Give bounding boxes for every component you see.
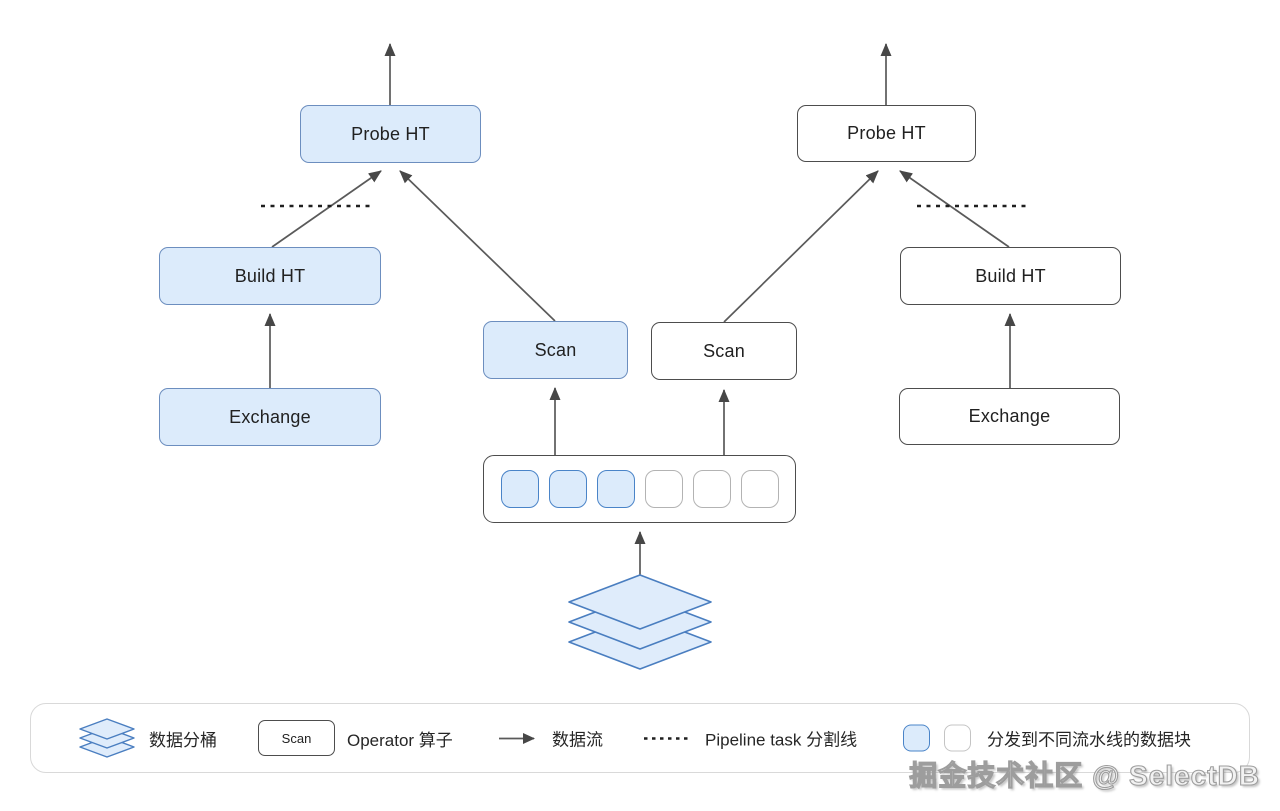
chunk-container	[483, 455, 796, 523]
chunk-empty	[644, 470, 683, 508]
legend-label-chunk-colors: 分发到不同流水线的数据块	[987, 730, 1191, 750]
pipeline-dashed-line-icon	[644, 736, 692, 740]
legend-item-chunk-colors: 分发到不同流水线的数据块	[903, 724, 1191, 752]
legend-item-data-flow: 数据流	[498, 726, 603, 751]
data-bucket-stack-icon	[568, 574, 712, 670]
chunk-color-samples	[903, 724, 971, 752]
legend-item-data-bucket: 数据分桶	[77, 713, 217, 763]
chunk-filled	[500, 470, 539, 508]
node-scan-left: Scan	[483, 321, 628, 379]
chunk-sample-white	[944, 724, 971, 752]
arrow-build-right-to-probe-right	[899, 170, 1010, 248]
node-exchange-right: Exchange	[899, 388, 1120, 445]
legend-label-pipeline-divider: Pipeline task 分割线	[705, 730, 858, 750]
watermark-text: 掘金技术社区 @ SelectDB	[909, 759, 1260, 791]
legend-label-operator: Operator 算子	[347, 730, 453, 750]
chunk-filled	[596, 470, 635, 508]
operator-box-sample: Scan	[258, 720, 335, 756]
node-build-ht-right: Build HT	[900, 247, 1121, 305]
arrow-scan-right-to-probe-right	[723, 170, 879, 323]
node-scan-right: Scan	[651, 322, 797, 380]
legend-bar: 数据分桶 Scan Operator 算子 数据流 Pipeline task …	[30, 703, 1250, 773]
data-bucket-stack-icon	[79, 718, 135, 758]
node-probe-ht-left: Probe HT	[300, 105, 481, 163]
legend-label-data-bucket: 数据分桶	[149, 730, 217, 750]
node-exchange-left: Exchange	[159, 388, 381, 446]
node-probe-ht-right: Probe HT	[797, 105, 976, 162]
arrow-scan-left-to-probe-left	[399, 170, 556, 322]
arrow-build-left-to-probe-left	[271, 170, 382, 248]
chunk-empty	[692, 470, 731, 508]
legend-item-operator: Scan Operator 算子	[258, 720, 453, 756]
legend-item-pipeline-divider: Pipeline task 分割线	[643, 726, 857, 751]
chunk-filled	[548, 470, 587, 508]
chunk-empty	[740, 470, 779, 508]
node-build-ht-left: Build HT	[159, 247, 381, 305]
data-flow-arrow-icon	[499, 732, 535, 744]
chunk-sample-blue	[903, 724, 930, 752]
chunk-row	[500, 470, 779, 508]
legend-label-data-flow: 数据流	[552, 730, 603, 750]
